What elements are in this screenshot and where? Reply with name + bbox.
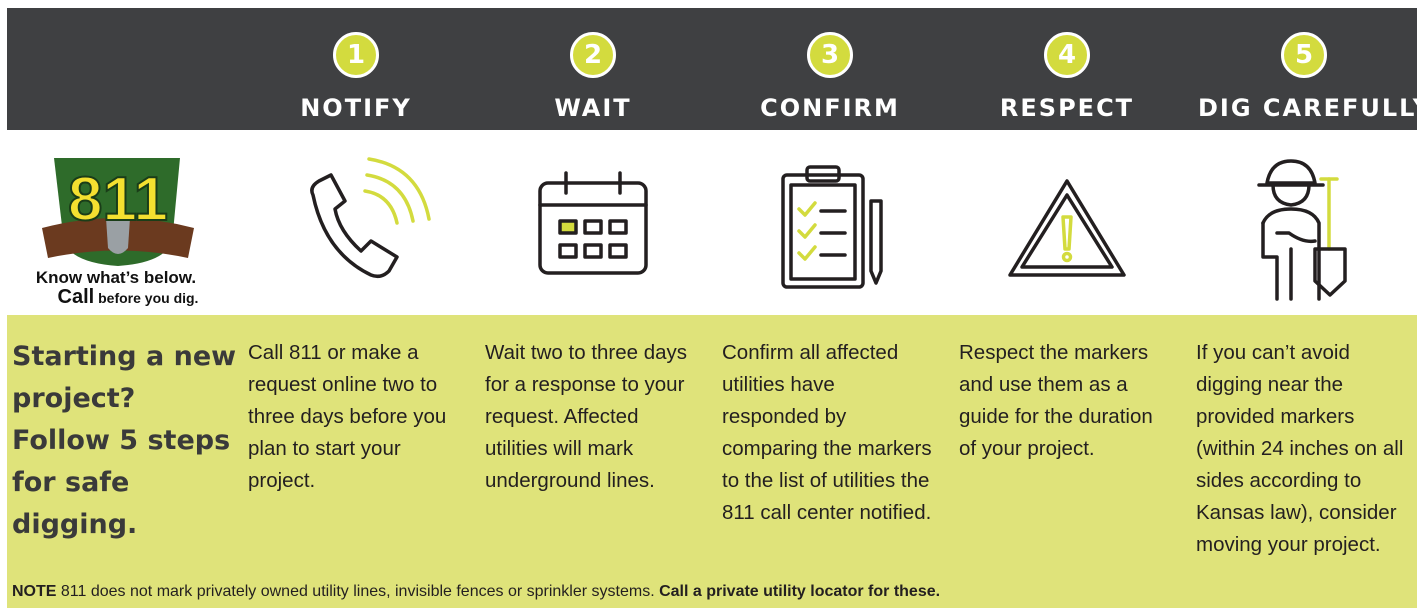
note-label: NOTE [12,583,57,600]
step-2-header: 2 WAIT [487,8,699,130]
step-title: CONFIRM [760,94,900,122]
step-3-header: 3 CONFIRM [724,8,936,130]
step-number: 4 [1044,32,1090,78]
step-number: 5 [1281,32,1327,78]
step-title: NOTIFY [300,94,412,122]
icon-band [7,130,1417,315]
step-title: RESPECT [999,94,1135,122]
step-number: 2 [570,32,616,78]
intro-heading: Starting a new project? Follow 5 steps f… [12,341,237,540]
step-4-text: Respect the markers and use them as a gu… [959,341,1153,460]
step-number: 1 [333,32,379,78]
step-5-header: 5 DIG CAREFULLY [1198,8,1424,130]
step-2-text: Wait two to three days for a response to… [485,341,688,492]
logo-tagline-2: before you dig. [98,290,198,306]
step-1-text: Call 811 or make a request online two to… [248,341,447,492]
svg-text:Call before you dig.: Call before you dig. [58,286,199,308]
step-1-header: 1 NOTIFY [250,8,462,130]
clipboard-icon [724,148,936,308]
warning-icon [961,148,1173,308]
digger-icon [1198,148,1410,308]
step-5-text: If you can’t avoid digging near the prov… [1196,341,1404,556]
text-band [7,315,1417,608]
step-number: 3 [807,32,853,78]
phone-icon [250,148,462,308]
calendar-icon [487,148,699,308]
step-3-text: Confirm all affected utilities have resp… [722,341,932,524]
logo-number: 811 [68,165,168,234]
step-title: WAIT [554,94,632,122]
step-4-header: 4 RESPECT [961,8,1173,130]
logo-tagline-call: Call [58,286,95,308]
note-text: 811 does not mark privately owned utilit… [60,583,655,600]
811-logo: 811 Know what’s below. Call before you d… [12,148,224,308]
footnote: NOTE 811 does not mark privately owned u… [12,583,940,601]
note-emphasis: Call a private utility locator for these… [659,583,941,600]
step-title: DIG CAREFULLY [1198,94,1424,122]
logo-tagline-1: Know what’s below. [36,268,196,287]
header-band [7,8,1417,130]
